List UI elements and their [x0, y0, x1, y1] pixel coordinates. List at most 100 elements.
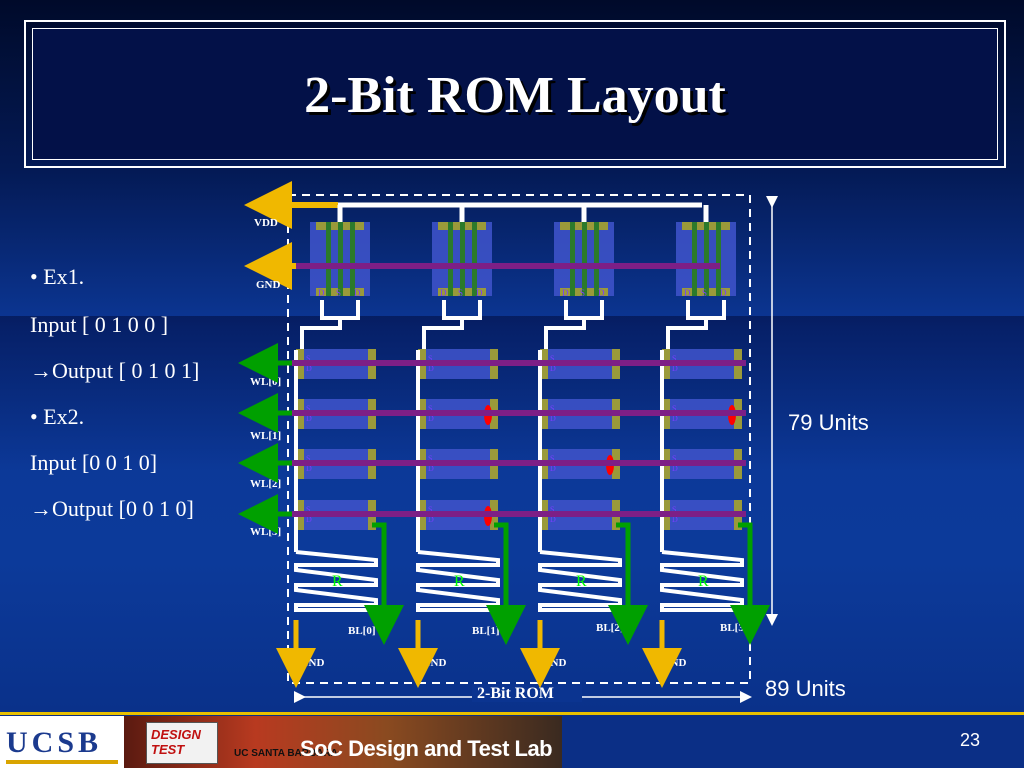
nmos-terminal-label: S [550, 404, 554, 413]
resistor-meander [538, 550, 622, 612]
nmos-terminal-label: S [428, 404, 432, 413]
bottom-gnd-label: GND [542, 657, 567, 669]
title-frame-inner [32, 28, 998, 160]
nmos-terminal-label: S [306, 404, 310, 413]
nmos-terminal-label: D [306, 414, 312, 423]
example-2-input: Input [0 0 1 0] [30, 450, 158, 475]
pmos-terminal-label: D [476, 288, 483, 298]
pmos-gate [594, 222, 599, 296]
pmos-gate [326, 222, 331, 296]
bottom-gnd-label: GND [300, 657, 325, 669]
bottom-gnd-label: GND [422, 657, 447, 669]
pmos-gate [716, 222, 721, 296]
nmos-terminal-label: S [306, 354, 310, 363]
nmos-terminal-label: D [428, 414, 434, 423]
nmos-terminal-label: D [672, 464, 678, 473]
pmos-terminal-label: S [580, 288, 585, 298]
pmos-gate [472, 222, 477, 296]
nmos-terminal-label: S [306, 505, 310, 514]
pmos-gate [704, 222, 709, 296]
ucsb-logo-bar [6, 760, 118, 764]
example-1-bullet: • Ex1. [30, 264, 85, 289]
height-units-label: 79 Units [788, 410, 869, 435]
pmos-gate [350, 222, 355, 296]
resistor-label: R [576, 573, 587, 590]
bit-line-label: BL[2] [596, 622, 624, 634]
pmos-gate [338, 222, 343, 296]
campus-label: UC SANTA BARBARA [234, 748, 338, 759]
word-line-label: WL[1] [250, 430, 281, 442]
resistor-label: R [454, 573, 465, 590]
footer-divider [0, 712, 1024, 715]
resistor-label: R [698, 573, 709, 590]
nmos-terminal-label: D [550, 364, 556, 373]
word-line-label: WL[0] [250, 376, 281, 388]
pmos-output-wire [686, 300, 726, 320]
caption-backdrop [472, 684, 582, 702]
lab-banner: DESIGN TEST UC SANTA BARBARA SoC Design … [124, 716, 562, 768]
background-swoosh [0, 316, 1024, 576]
bit-line-arrow [364, 522, 404, 645]
output-node-wire [300, 318, 342, 350]
pmos-terminal-label: D [440, 288, 447, 298]
resistor-label: R [332, 573, 343, 590]
nmos-terminal-label: S [428, 354, 432, 363]
pmos-terminal-label: S [702, 288, 707, 298]
nmos-terminal-label: S [550, 505, 554, 514]
bit-line-label: BL[1] [472, 625, 500, 637]
nmos-terminal-label: D [550, 515, 556, 524]
nmos-terminal-label: D [428, 364, 434, 373]
bit-line-label: BL[0] [348, 625, 376, 637]
resistor-meander [660, 550, 744, 612]
pmos-terminal-label: D [720, 288, 727, 298]
bit-line-arrow [608, 522, 648, 645]
nmos-terminal-label: S [672, 505, 676, 514]
lab-name: SoC Design and Test Lab [300, 736, 553, 761]
right-arrow-icon: → [30, 358, 52, 383]
example-2-output: Output [0 0 1 0] [52, 496, 194, 521]
example-1-output: Output [ 0 1 0 1] [52, 358, 200, 383]
nmos-terminal-label: D [672, 414, 678, 423]
nmos-terminal-label: S [306, 454, 310, 463]
slide-title: 2-Bit ROM Layout [304, 67, 726, 124]
bottom-gnd-label: GND [662, 657, 687, 669]
diagram-caption: 2-Bit ROM [477, 685, 554, 702]
nmos-terminal-label: D [550, 414, 556, 423]
output-node-wire [666, 318, 708, 350]
nmos-terminal-label: D [306, 364, 312, 373]
pmos-gate [460, 222, 465, 296]
word-line-label: WL[3] [250, 526, 281, 538]
example-2-output-line: →Output [0 0 1 0] [30, 496, 194, 522]
pmos-gate [692, 222, 697, 296]
nmos-terminal-label: S [672, 404, 676, 413]
nmos-terminal-label: D [672, 515, 678, 524]
nmos-terminal-label: D [428, 515, 434, 524]
resistor-meander [416, 550, 500, 612]
pmos-terminal-label: S [336, 288, 341, 298]
pmos-output-wire [320, 300, 360, 320]
nmos-terminal-label: S [672, 454, 676, 463]
rom-layout-diagram: VDD GND WL[0] WL[1] WL[2] WL[3] BL[0] BL… [238, 181, 778, 703]
page-number: 23 [960, 730, 981, 750]
pmos-terminal-label: D [318, 288, 325, 298]
nmos-terminal-label: D [306, 464, 312, 473]
nmos-terminal-label: S [428, 505, 432, 514]
pmos-gate [582, 222, 587, 296]
pmos-output-wire [442, 300, 482, 320]
bit-line-arrow [486, 522, 526, 645]
design-test-chip-icon: DESIGN TEST [146, 722, 218, 764]
pmos-terminal-label: D [354, 288, 361, 298]
nmos-terminal-label: D [306, 515, 312, 524]
pmos-gate [570, 222, 575, 296]
title-frame: 2-Bit ROM Layout [24, 20, 1006, 168]
bit-line-arrow [730, 522, 770, 645]
nmos-terminal-label: S [550, 454, 554, 463]
vdd-label: VDD [254, 217, 278, 229]
bit-line-label: BL[3] [720, 622, 748, 634]
example-1-output-line: →Output [ 0 1 0 1] [30, 358, 199, 384]
pmos-terminal-label: D [684, 288, 691, 298]
pmos-terminal-label: D [598, 288, 605, 298]
nmos-terminal-label: S [672, 354, 676, 363]
output-node-wire [544, 318, 586, 350]
